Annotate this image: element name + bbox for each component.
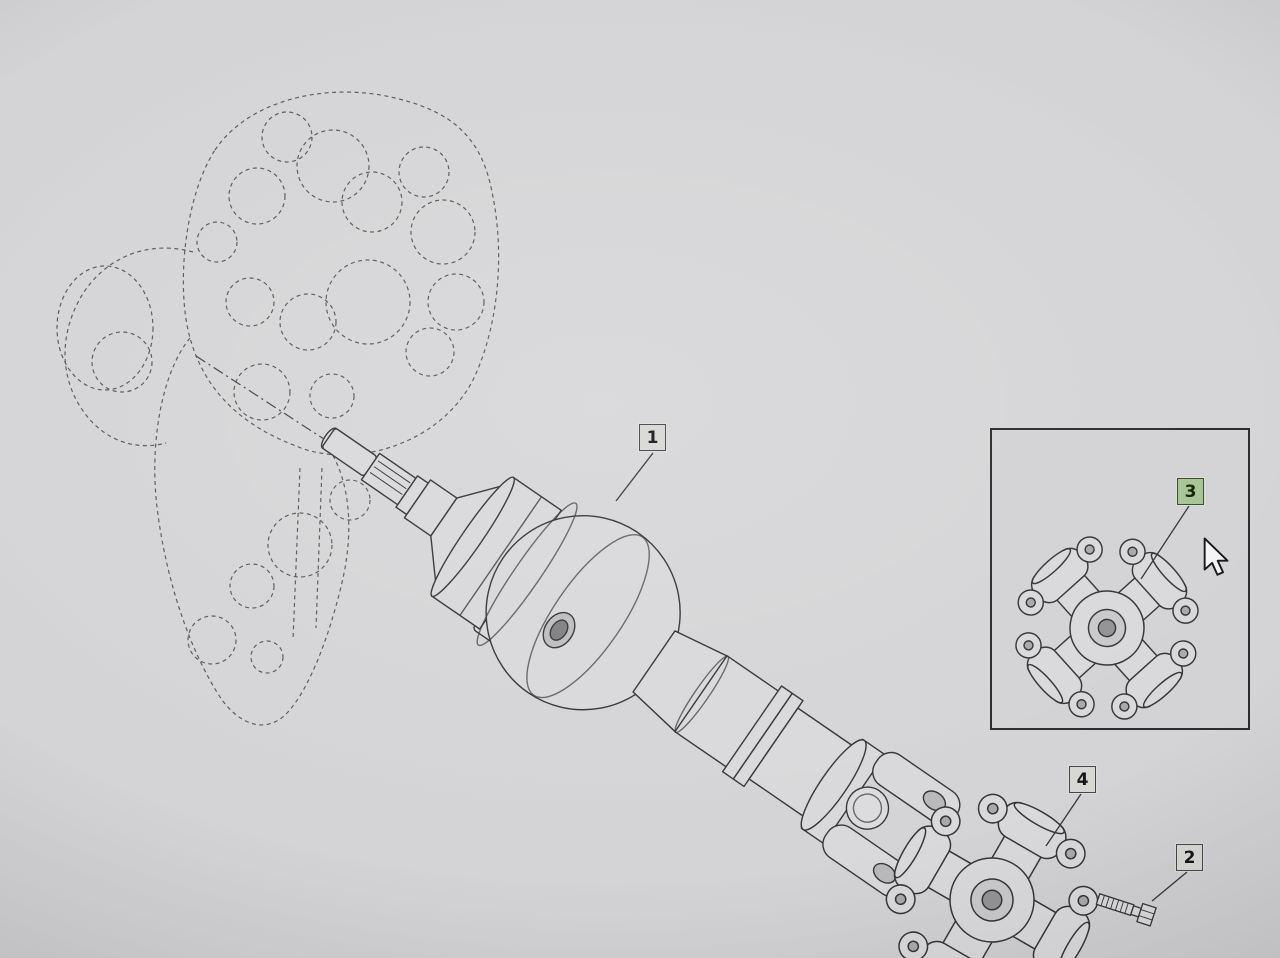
callout-part-1[interactable]: 1 xyxy=(639,424,666,451)
bolt-drawing xyxy=(1095,893,1157,927)
drive-shaft-drawing xyxy=(320,427,961,898)
callout-part-2[interactable]: 2 xyxy=(1176,844,1203,871)
leader-lines xyxy=(615,452,1190,902)
callout-part-4[interactable]: 4 xyxy=(1069,766,1096,793)
inset-box xyxy=(990,428,1250,730)
ghost-housing-drawing xyxy=(56,91,500,726)
leader-line-4 xyxy=(1045,793,1082,847)
leader-line-3 xyxy=(1140,505,1190,580)
axis-centerline xyxy=(195,355,331,444)
leader-line-2 xyxy=(1151,871,1188,902)
leader-line-1 xyxy=(615,452,654,502)
callout-part-3[interactable]: 3 xyxy=(1177,478,1204,505)
